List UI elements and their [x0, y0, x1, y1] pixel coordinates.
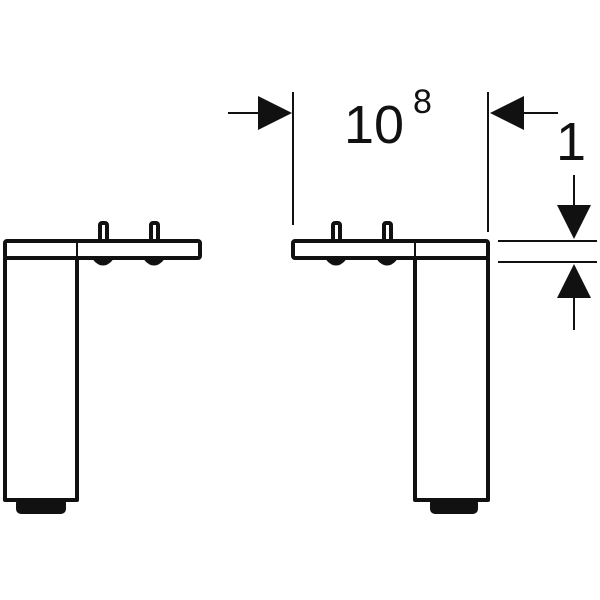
right-nut-1	[326, 257, 346, 266]
left-nut-1	[93, 257, 113, 266]
right-adjuster-foot	[430, 498, 478, 514]
left-nut-2	[144, 257, 164, 266]
arrow-down-icon	[557, 205, 591, 239]
right-bracket	[291, 221, 490, 514]
arrow-right-icon	[258, 96, 292, 130]
dimension-annotations	[228, 92, 597, 330]
right-nut-2	[377, 257, 397, 266]
right-leg	[413, 256, 490, 502]
right-mounting-plate	[291, 239, 490, 260]
width-dimension-superscript: 8	[413, 83, 432, 121]
left-adjuster-foot	[16, 498, 66, 514]
left-leg	[3, 256, 79, 502]
right-pin-1	[331, 221, 342, 243]
left-pin-2	[149, 221, 160, 243]
left-bracket	[3, 221, 202, 514]
arrow-left-icon	[490, 96, 524, 130]
right-pin-2	[382, 221, 393, 243]
width-dimension-label: 10	[344, 95, 404, 155]
offset-dimension-label: 1	[556, 112, 586, 172]
arrow-up-icon	[557, 264, 591, 298]
left-mounting-plate	[3, 239, 202, 260]
left-pin-1	[98, 221, 109, 243]
